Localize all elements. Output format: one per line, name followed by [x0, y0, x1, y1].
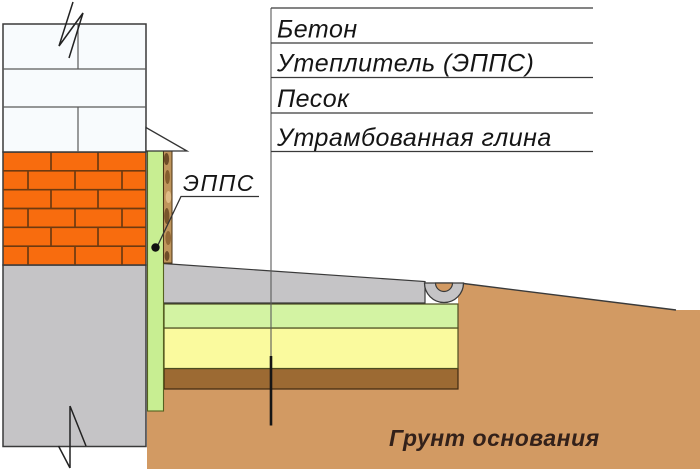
break-symbol-bottom [57, 405, 87, 469]
drain-channel [423, 282, 465, 304]
brick-mortar-joints [3, 152, 146, 265]
legend-rules [271, 7, 593, 153]
ground-label: Грунт основания [389, 425, 600, 451]
epps-callout-dot [151, 243, 160, 252]
block-masonry-joints [3, 24, 146, 152]
concrete-apron-slope [162, 262, 426, 304]
foundation-block [2, 264, 147, 448]
sand-layer [163, 327, 459, 370]
legend-label-sand: Песок [277, 85, 350, 113]
epps-callout-leader [156, 195, 259, 248]
clay-layer [163, 367, 459, 390]
wood-board-strip [163, 150, 173, 264]
block-wall [2, 23, 147, 153]
legend-label-clay: Утрамбованная глина [276, 124, 552, 152]
floor-insulation-layer [163, 303, 459, 329]
break-symbol-top [58, 1, 84, 59]
pointer-wedge [145, 126, 190, 152]
epps-callout-label: ЭППС [183, 170, 255, 196]
wood-grain-texture [163, 153, 172, 261]
wall-insulation-strip [146, 149, 165, 412]
drain-channel-groove [434, 282, 454, 293]
ground-surface-line [463, 282, 677, 311]
legend-label-insulation: Утеплитель (ЭППС) [276, 50, 534, 78]
legend-label-concrete: Бетон [277, 16, 358, 44]
soil-region [147, 284, 700, 469]
